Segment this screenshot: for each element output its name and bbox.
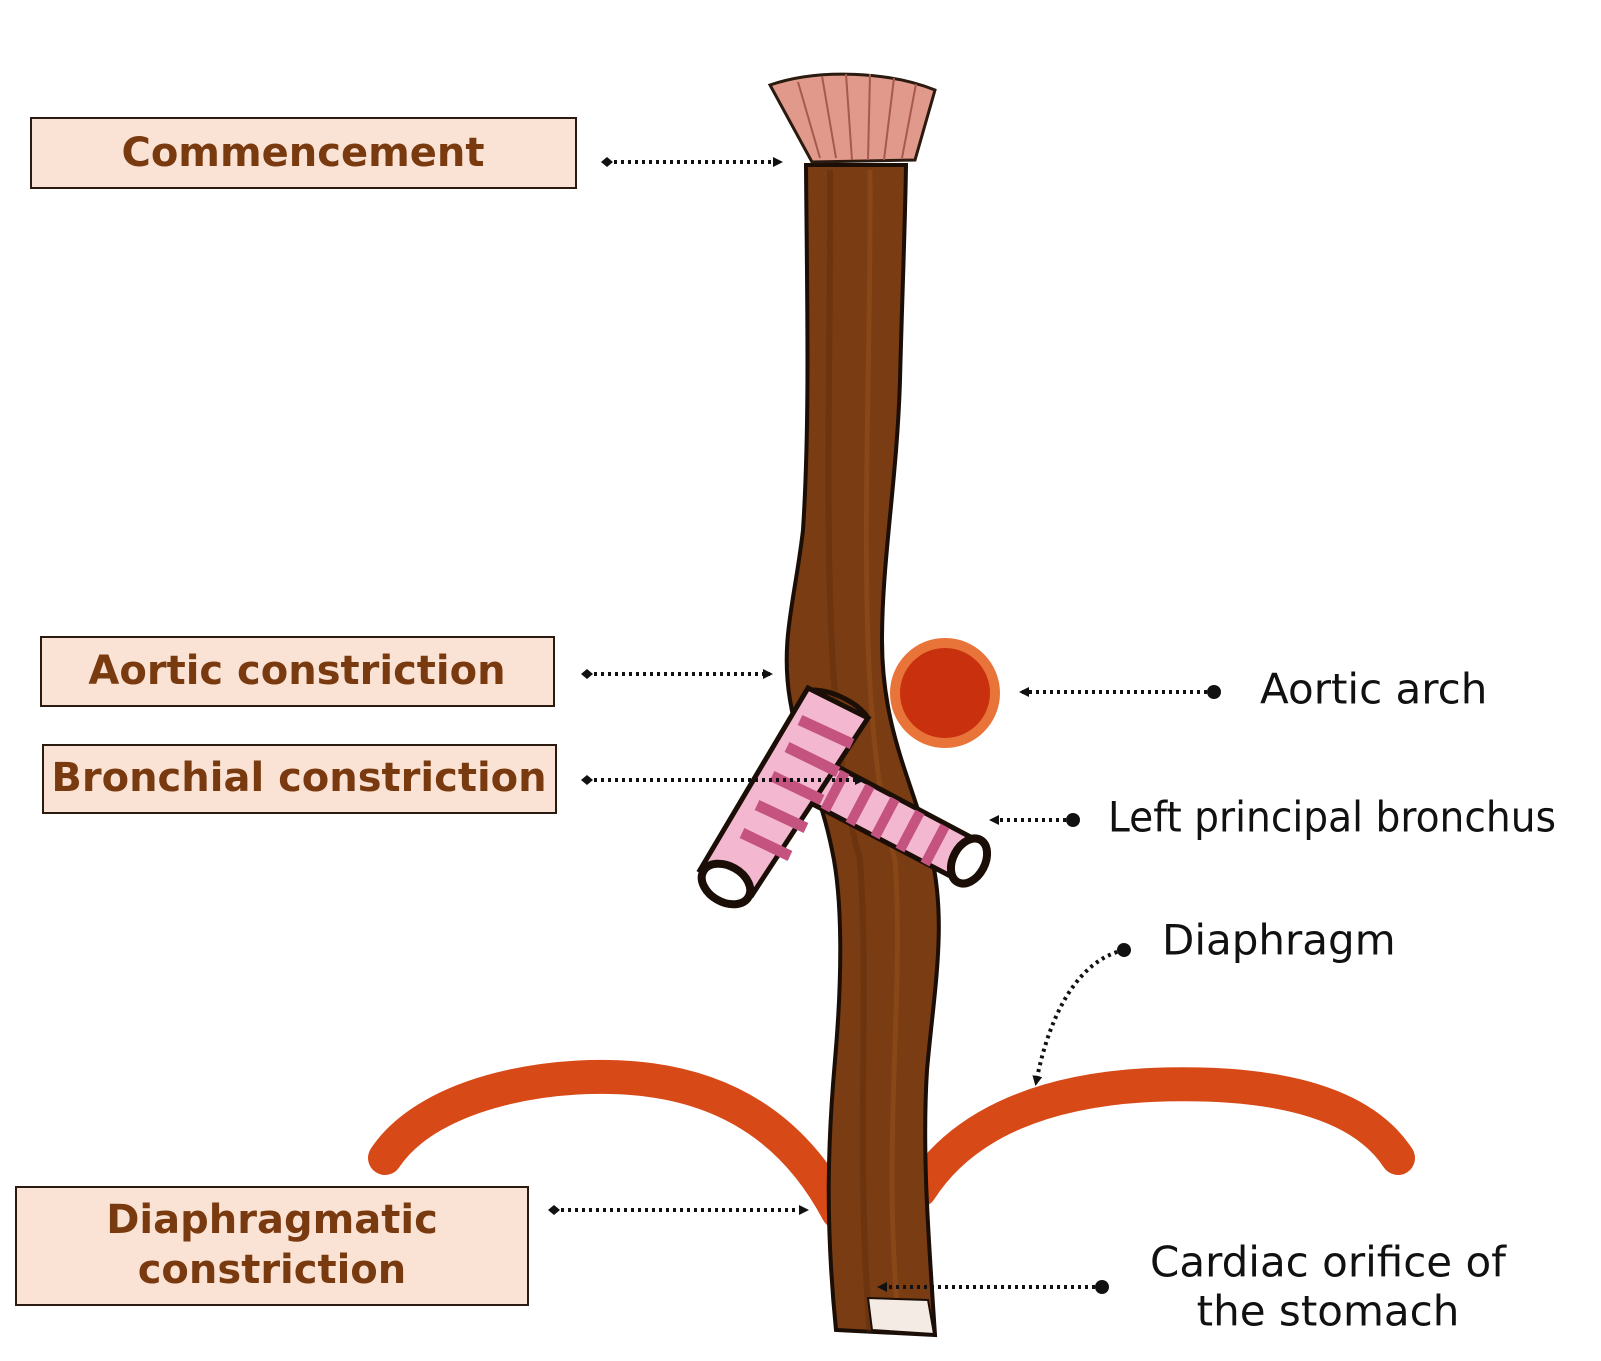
left-bronchus-label: Left principal bronchus (1108, 793, 1556, 842)
aortic-arch (890, 638, 1000, 748)
diaphragm-label: Diaphragm (1162, 916, 1396, 965)
pharyngeal-junction (770, 74, 935, 162)
commencement-label: Commencement (31, 118, 576, 188)
aortic-arch-label: Aortic arch (1260, 665, 1487, 714)
diaphragm-right-dome (920, 1084, 1398, 1190)
aortic-arch-lumen (900, 648, 990, 738)
aortic-constriction-text: Aortic constriction (88, 648, 505, 694)
diaphragmatic-constriction-label: Diaphragmatic constriction (16, 1187, 528, 1305)
leader-diaphragm (1036, 950, 1124, 1083)
diaphragmatic-constriction-text-line2: constriction (138, 1247, 407, 1293)
structure-labels: Aortic arch Left principal bronchus Diap… (1108, 665, 1556, 1336)
bronchial-constriction-text: Bronchial constriction (51, 755, 546, 801)
cardiac-orifice-label-line1: Cardiac orifice of (1150, 1238, 1507, 1287)
commencement-text: Commencement (121, 130, 484, 176)
cardiac-orifice-label-line2: the stomach (1197, 1287, 1460, 1336)
bronchial-constriction-label: Bronchial constriction (43, 745, 556, 813)
constriction-labels: Commencement Aortic constriction Bronchi… (16, 118, 576, 1305)
esophagus-lower-end (868, 1298, 934, 1334)
aortic-constriction-label: Aortic constriction (41, 637, 554, 706)
diaphragmatic-constriction-text-line1: Diaphragmatic (106, 1197, 438, 1243)
